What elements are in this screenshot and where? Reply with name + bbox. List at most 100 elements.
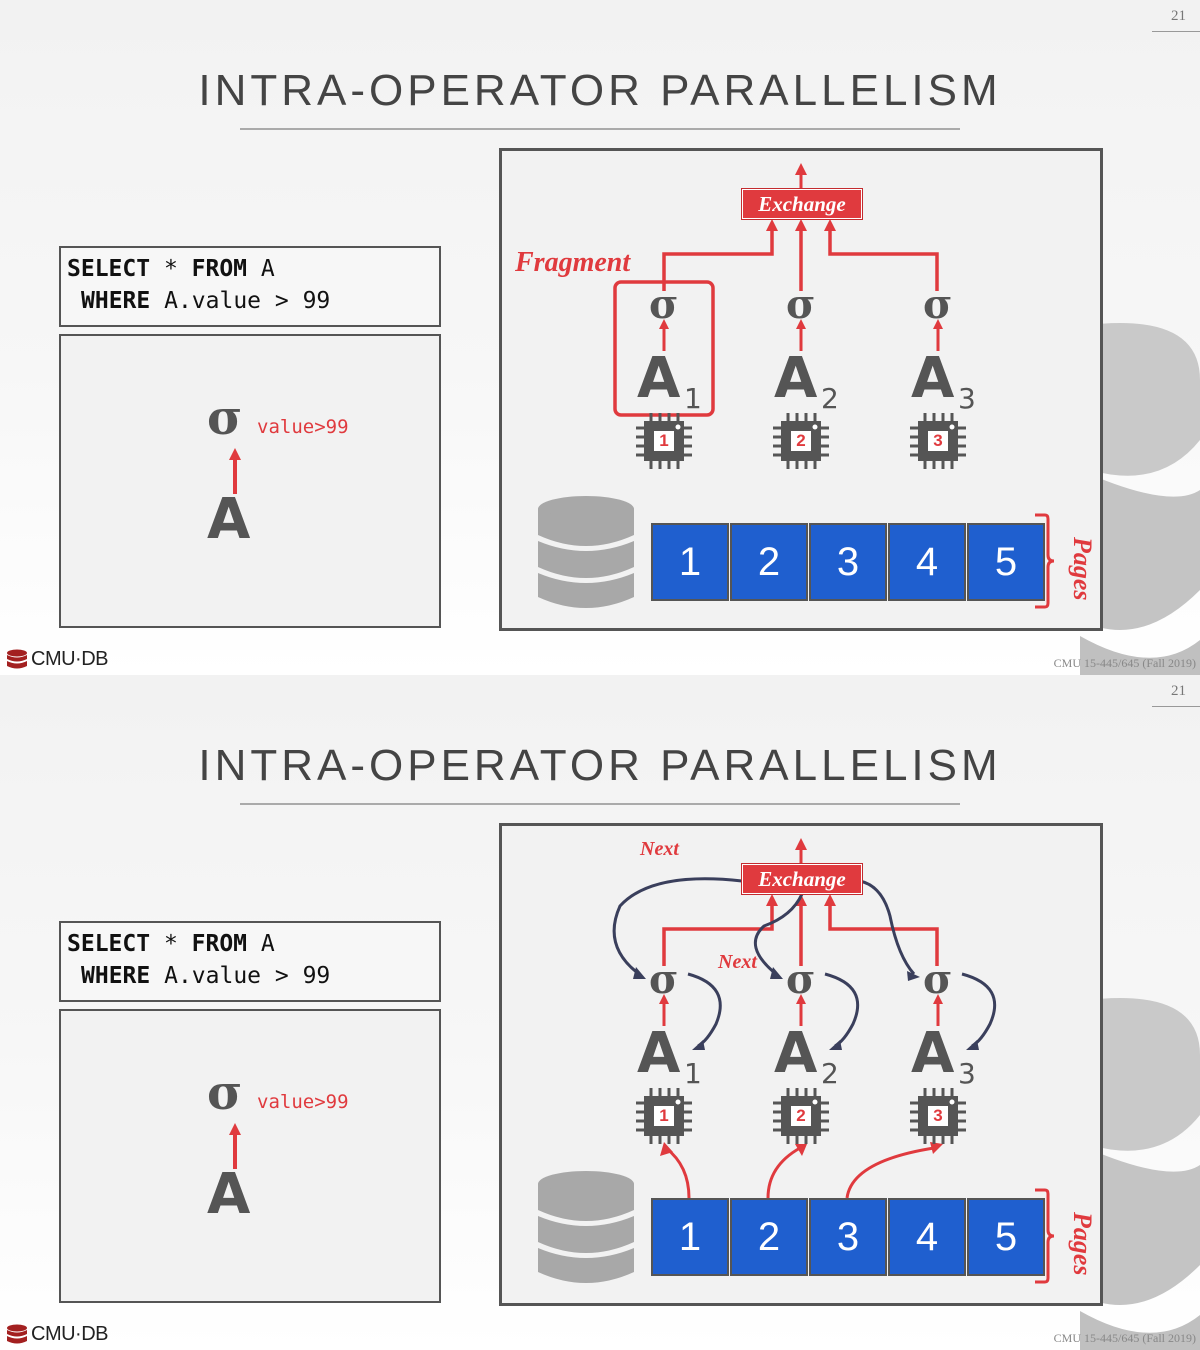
worker-3-subscript: 3 — [958, 382, 976, 415]
database-icon — [538, 496, 634, 608]
pages-label: Pages — [1068, 537, 1097, 601]
worker-3-selection: σ — [923, 281, 953, 328]
pages-label-wrap: Pages — [1055, 531, 1115, 603]
worker-2-subscript: 2 — [821, 1057, 839, 1090]
slide-1: 21 INTRA-OPERATOR PARALLELISM SELECT * F… — [0, 0, 1200, 675]
slide-number-rule — [1152, 706, 1200, 707]
sql-text: A.value > 99 — [150, 963, 331, 989]
sql-line-1: SELECT * FROM A — [67, 256, 275, 282]
sql-keyword-where: WHERE — [81, 963, 151, 989]
cpu-core-2-number: 2 — [791, 431, 811, 451]
selection-operator: σ — [207, 1065, 243, 1121]
parallel-plan-arrows — [538, 838, 1055, 1284]
page-2: 2 — [730, 523, 808, 601]
sql-text: A — [247, 256, 275, 282]
cpu-core-3-number: 3 — [928, 1106, 948, 1126]
worker-1-table: A — [637, 346, 681, 411]
page-3: 3 — [809, 1198, 887, 1276]
parallel-plan-arrows — [538, 163, 1055, 609]
sql-text: A.value > 99 — [150, 288, 331, 314]
page-1: 1 — [651, 1198, 729, 1276]
worker-2-table: A — [774, 346, 818, 411]
sql-text: * — [150, 256, 192, 282]
cpu-core-3-number: 3 — [928, 431, 948, 451]
pages-label-wrap: Pages — [1055, 1206, 1115, 1278]
database-logo-icon — [7, 649, 27, 668]
slide-number: 21 — [1171, 683, 1186, 699]
exchange-operator: Exchange — [741, 188, 863, 220]
cmu-db-logo: CMU·DB — [6, 1323, 109, 1346]
worker-1-subscript: 1 — [684, 382, 702, 415]
sql-keyword-from: FROM — [191, 931, 248, 957]
pages-label: Pages — [1068, 1212, 1097, 1276]
worker-3-table: A — [911, 346, 955, 411]
page-2: 2 — [730, 1198, 808, 1276]
logo-text: CMU·DB — [31, 648, 109, 670]
worker-1-selection: σ — [649, 956, 679, 1003]
course-footer: CMU 15-445/645 (Fall 2019) — [1053, 1331, 1196, 1345]
next-label-operator: Next — [718, 951, 757, 973]
sql-text: A — [247, 931, 275, 957]
cpu-core-2-icon: 2 — [773, 1088, 829, 1144]
sql-query-box: SELECT * FROM A WHERE A.value > 99 — [59, 246, 441, 327]
exchange-operator: Exchange — [741, 863, 863, 895]
page-3: 3 — [809, 523, 887, 601]
slide-number-rule — [1152, 31, 1200, 32]
database-icon — [538, 1171, 634, 1283]
title-divider — [240, 128, 960, 130]
table-scan-operator: A — [207, 487, 251, 552]
decorative-database-graphic — [1080, 323, 1200, 675]
slide-title: INTRA-OPERATOR PARALLELISM — [198, 66, 1002, 115]
parallel-plan-panel: Exchange Next Next σ A 1 1 σ A 2 2 — [499, 823, 1103, 1306]
cpu-core-1-number: 1 — [654, 1106, 674, 1126]
sql-line-2: WHERE A.value > 99 — [81, 288, 330, 314]
cpu-core-3-icon: 3 — [910, 413, 966, 469]
query-plan-box: σ value>99 A — [59, 334, 441, 628]
cpu-core-3-icon: 3 — [910, 1088, 966, 1144]
sql-keyword-select: SELECT — [67, 256, 151, 282]
sql-query-box: SELECT * FROM A WHERE A.value > 99 — [59, 921, 441, 1002]
next-label-exchange: Next — [640, 838, 679, 860]
slide-title: INTRA-OPERATOR PARALLELISM — [198, 741, 1002, 790]
worker-3-selection: σ — [923, 956, 953, 1003]
course-footer: CMU 15-445/645 (Fall 2019) — [1053, 656, 1196, 670]
worker-2-table: A — [774, 1021, 818, 1086]
table-scan-operator: A — [207, 1162, 251, 1227]
database-logo-icon — [7, 1324, 27, 1343]
worker-1-selection: σ — [649, 281, 679, 328]
sql-keyword-where: WHERE — [81, 288, 151, 314]
plan-arrow-icon — [229, 1123, 241, 1169]
cmu-db-logo: CMU·DB — [6, 648, 109, 671]
plan-arrow-icon — [229, 448, 241, 494]
cpu-core-2-icon: 2 — [773, 413, 829, 469]
page-5: 5 — [967, 523, 1045, 601]
selection-predicate: value>99 — [257, 1091, 349, 1113]
decorative-database-graphic — [1080, 998, 1200, 1350]
slide-2: 21 INTRA-OPERATOR PARALLELISM SELECT * F… — [0, 675, 1200, 1350]
cpu-core-1-icon: 1 — [636, 1088, 692, 1144]
sql-line-2: WHERE A.value > 99 — [81, 963, 330, 989]
slide-number: 21 — [1171, 8, 1186, 24]
sql-text: * — [150, 931, 192, 957]
parallel-plan-panel: Exchange Fragment σ A 1 1 σ A 2 — [499, 148, 1103, 631]
worker-3-subscript: 3 — [958, 1057, 976, 1090]
worker-2-selection: σ — [786, 956, 816, 1003]
title-divider — [240, 803, 960, 805]
logo-text: CMU·DB — [31, 1323, 109, 1345]
worker-3-table: A — [911, 1021, 955, 1086]
selection-operator: σ — [207, 390, 243, 446]
page-1: 1 — [651, 523, 729, 601]
selection-predicate: value>99 — [257, 416, 349, 438]
page-4: 4 — [888, 523, 966, 601]
worker-1-table: A — [637, 1021, 681, 1086]
worker-1-subscript: 1 — [684, 1057, 702, 1090]
query-plan-box: σ value>99 A — [59, 1009, 441, 1303]
sql-keyword-select: SELECT — [67, 931, 151, 957]
fragment-label: Fragment — [515, 247, 631, 278]
cpu-core-1-icon: 1 — [636, 413, 692, 469]
cpu-core-2-number: 2 — [791, 1106, 811, 1126]
sql-keyword-from: FROM — [191, 256, 248, 282]
page-5: 5 — [967, 1198, 1045, 1276]
worker-2-subscript: 2 — [821, 382, 839, 415]
cpu-core-1-number: 1 — [654, 431, 674, 451]
